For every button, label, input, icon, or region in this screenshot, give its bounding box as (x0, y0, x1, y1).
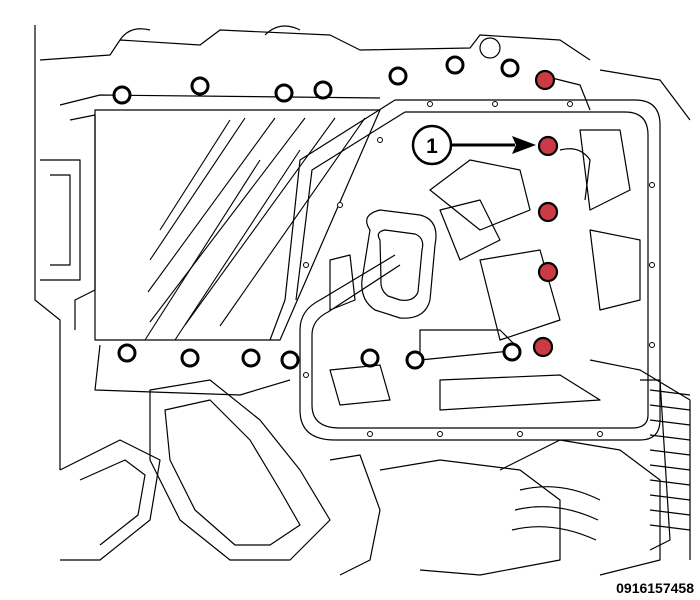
bolt-icon (117, 343, 137, 363)
hatch-pattern (144, 117, 366, 341)
figure-code: 0916157458 (616, 580, 694, 596)
bolt-icon (405, 350, 425, 370)
arrow-icon (451, 136, 536, 154)
housing-line-art (34, 25, 691, 576)
bolt-icon (537, 135, 559, 157)
bolt-icon (241, 348, 261, 368)
bolt-icon (502, 342, 522, 362)
bolt-icon (190, 76, 210, 96)
bolt-icon (537, 201, 559, 223)
bolt-icon (532, 336, 554, 358)
bolt-icon (500, 58, 520, 78)
bolt-icon (112, 85, 132, 105)
bolt-icon (280, 350, 300, 370)
bolt-icon (360, 348, 380, 368)
gasket-holes (303, 101, 655, 437)
highlighted-bolts (532, 69, 559, 358)
bolt-icon (388, 66, 408, 86)
bolt-icon (313, 80, 333, 100)
bolt-icon (274, 83, 294, 103)
callout: 1 (411, 124, 536, 166)
bolt-icon (180, 348, 200, 368)
bolt-icon (537, 261, 559, 283)
bolt-icon (445, 55, 465, 75)
standard-bolts (112, 55, 522, 370)
callout-number: 1 (426, 135, 438, 158)
bolt-icon (534, 69, 556, 91)
